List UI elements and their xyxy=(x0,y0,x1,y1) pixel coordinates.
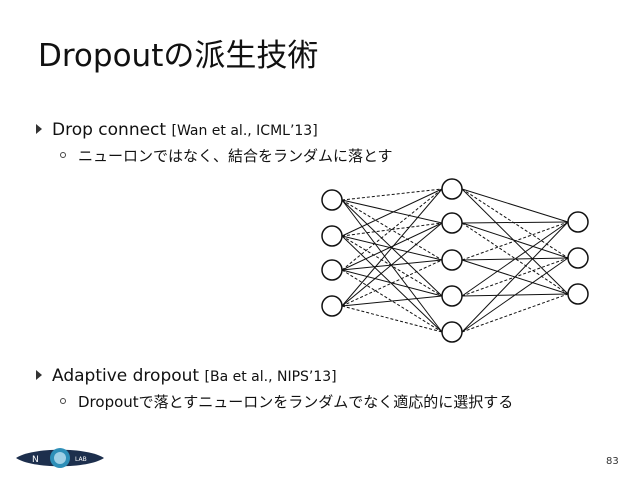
connection-edge xyxy=(341,188,443,307)
connection-edge xyxy=(461,188,569,223)
connection-edge xyxy=(341,199,443,261)
bullet-heading: Adaptive dropout xyxy=(52,366,200,386)
connection-edge xyxy=(341,235,443,297)
neuron-node xyxy=(321,259,343,281)
bullet-triangle-icon xyxy=(36,370,42,380)
connection-edge xyxy=(461,221,569,333)
connection-edge xyxy=(461,188,569,259)
neuron-node xyxy=(567,283,589,305)
neuron-node xyxy=(321,225,343,247)
sub-bullet-drop-connect: ニューロンではなく、結合をランダムに落とす xyxy=(60,146,393,166)
connection-edge xyxy=(461,221,569,224)
sub-bullet-circle-icon xyxy=(60,398,66,404)
connection-edge xyxy=(341,259,443,307)
neuron-node xyxy=(441,178,463,200)
connection-edge xyxy=(461,221,569,261)
neuron-node xyxy=(441,285,463,307)
sub-bullet-adaptive-dropout: Dropoutで落とすニューロンをランダムでなく適応的に選択する xyxy=(60,392,513,412)
connection-edge xyxy=(341,199,443,333)
connection-edge xyxy=(341,222,443,307)
neuron-node xyxy=(441,249,463,271)
neuron-node xyxy=(441,321,463,343)
page-number: 83 xyxy=(606,456,619,467)
neuron-node xyxy=(441,212,463,234)
connection-edge xyxy=(341,305,443,333)
connection-edge xyxy=(461,293,569,333)
connection-edge xyxy=(461,221,569,297)
bullet-drop-connect: Drop connect [Wan et al., ICML’13] xyxy=(36,119,318,142)
logo-globe-inner xyxy=(54,452,66,464)
logo-left-text: N xyxy=(32,455,39,465)
logo-right-text: LAB xyxy=(75,456,87,463)
connection-edge xyxy=(341,188,443,201)
neuron-node xyxy=(567,211,589,233)
connection-edge xyxy=(341,222,443,271)
bullet-citation: [Ba et al., NIPS’13] xyxy=(204,369,337,385)
sub-bullet-text: ニューロンではなく、結合をランダムに落とす xyxy=(78,147,393,165)
connection-edge xyxy=(341,222,443,237)
bullet-heading: Drop connect xyxy=(52,120,167,140)
lab-logo-icon: N LAB xyxy=(16,448,104,468)
connection-edge xyxy=(341,235,443,333)
neuron-node xyxy=(321,295,343,317)
bullet-adaptive-dropout: Adaptive dropout [Ba et al., NIPS’13] xyxy=(36,365,337,388)
connection-edge xyxy=(341,295,443,307)
connection-edge xyxy=(461,222,569,295)
connection-edge xyxy=(341,188,443,237)
bullet-triangle-icon xyxy=(36,124,42,134)
bullet-citation: [Wan et al., ICML’13] xyxy=(171,123,318,139)
connection-edge xyxy=(461,257,569,333)
sub-bullet-circle-icon xyxy=(60,152,66,158)
sub-bullet-text: Dropoutで落とすニューロンをランダムでなく適応的に選択する xyxy=(78,393,514,411)
connection-edge xyxy=(341,199,443,224)
slide-title: Dropoutの派生技術 xyxy=(38,38,319,74)
neuron-node xyxy=(567,247,589,269)
connection-edge xyxy=(341,188,443,271)
neuron-node xyxy=(321,189,343,211)
